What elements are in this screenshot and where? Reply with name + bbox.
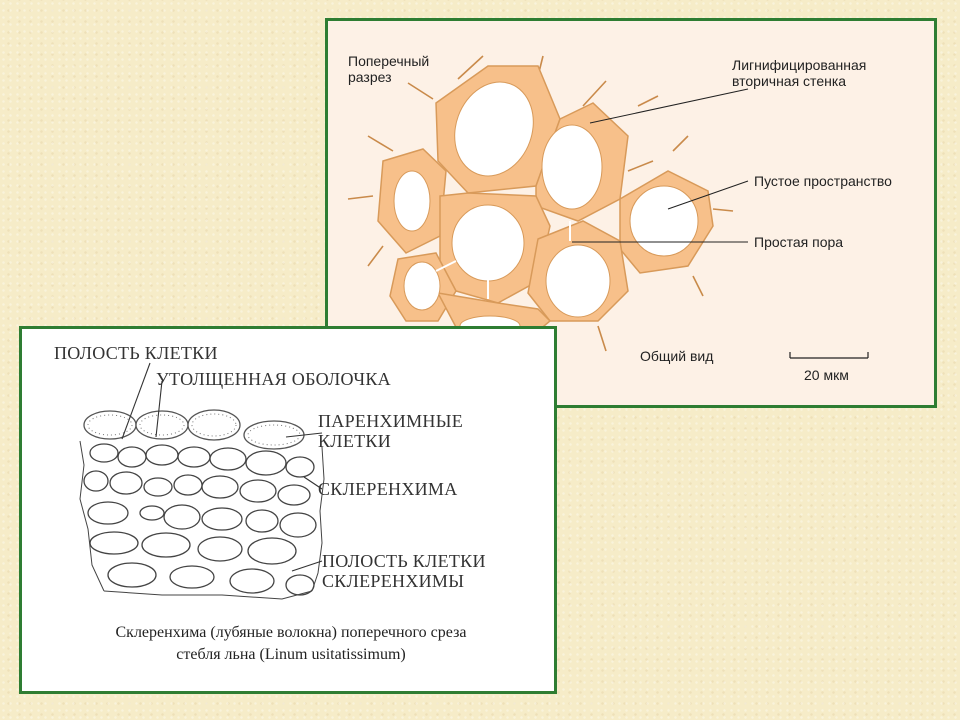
label-general-view: Общий вид <box>640 348 714 364</box>
label-cross-section: Поперечный разрез <box>348 53 429 85</box>
caption-line2: стебля льна (Linum usitatissimum) <box>176 646 406 663</box>
sclerenchyma-cross-section-illustration <box>347 55 869 359</box>
label-simple-pore: Простая пора <box>754 234 844 250</box>
flax-stem-panel: ПОЛОСТЬ КЛЕТКИ УТОЛЩЕННАЯ ОБОЛОЧКА ПАРЕН… <box>19 326 557 694</box>
flax-sclerenchyma-drawing <box>79 362 325 600</box>
label-empty-space: Пустое пространство <box>754 173 892 189</box>
empty-lumens <box>393 81 699 337</box>
label-parenchyma-cells: ПАРЕНХИМНЫЕ КЛЕТКИ <box>318 411 463 451</box>
simple-pores <box>435 221 571 299</box>
leader-lines <box>572 88 749 243</box>
label-lignified-line1: Лигнифицированная <box>732 57 867 73</box>
label-cross-section-line1: Поперечный <box>348 53 430 69</box>
sclerenchyma-cells <box>83 443 317 596</box>
label-thickened-wall: УТОЛЩЕННАЯ ОБОЛОЧКА <box>156 369 391 389</box>
parenchyma-cells <box>83 409 305 450</box>
label-sclerenchyma: СКЛЕРЕНХИМА <box>318 479 458 499</box>
label-cross-section-line2: разрез <box>348 69 392 85</box>
bottom-leader-lines <box>121 362 323 572</box>
label-parenchyma-line1: ПАРЕНХИМНЫЕ <box>318 411 463 431</box>
label-lignified-line2: вторичная стенка <box>732 73 847 89</box>
label-sclerenchyma-cavity: ПОЛОСТЬ КЛЕТКИ СКЛЕРЕНХИМЫ <box>322 551 486 591</box>
label-cell-cavity: ПОЛОСТЬ КЛЕТКИ <box>54 343 218 363</box>
wall-outlines <box>79 440 325 600</box>
label-parenchyma-line2: КЛЕТКИ <box>318 431 392 451</box>
label-scale: 20 мкм <box>804 367 849 383</box>
caption-line1: Склеренхима (лубяные волокна) поперечног… <box>115 624 467 641</box>
label-lignified-wall: Лигнифицированная вторичная стенка <box>732 57 866 89</box>
label-scl-cavity-line2: СКЛЕРЕНХИМЫ <box>322 571 465 591</box>
scale-bar <box>789 352 869 359</box>
label-scl-cavity-line1: ПОЛОСТЬ КЛЕТКИ <box>322 551 486 571</box>
